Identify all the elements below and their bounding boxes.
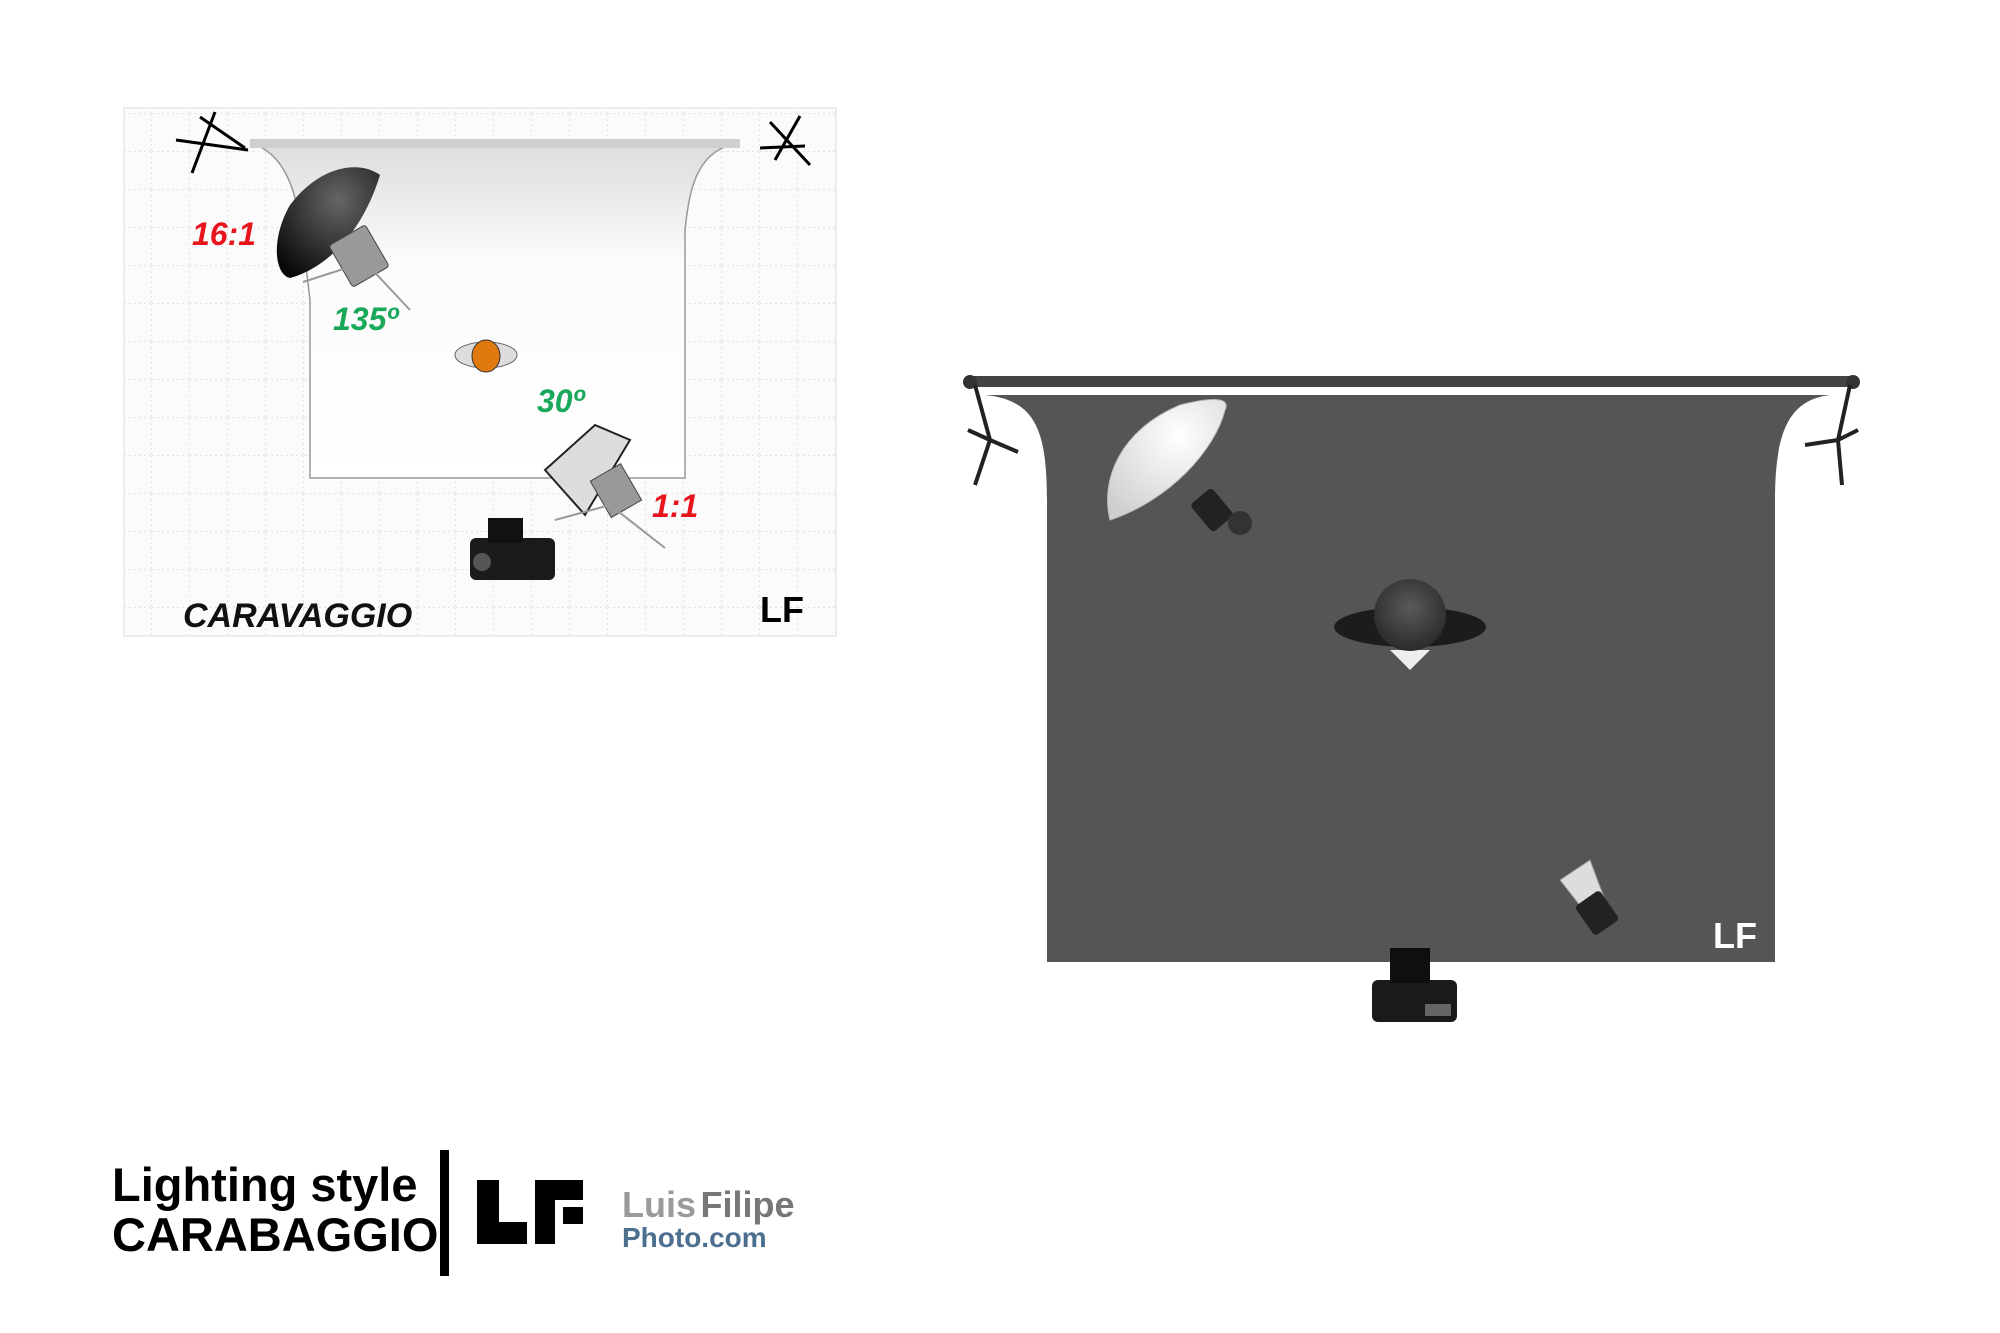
lf-logo-watermark: LF: [760, 589, 804, 630]
title-line1: Lighting style: [112, 1158, 418, 1211]
umbrella-key-light-icon: [1107, 399, 1252, 535]
dark-backdrop: [985, 395, 1830, 962]
subject-icon: [454, 339, 518, 373]
key-light-angle: 135º: [333, 301, 399, 337]
title-line2: CARABAGGIO: [112, 1208, 439, 1261]
subject-head-icon: [1334, 579, 1486, 670]
brand-last: Filipe: [700, 1184, 795, 1225]
fill-light-angle: 30º: [537, 383, 586, 419]
footer-title: Lighting style CARABAGGIO: [112, 1160, 438, 1260]
lf-logo: [477, 1180, 583, 1244]
softbox-fill-light-icon: [543, 423, 666, 549]
brand-first: Luis: [622, 1184, 697, 1225]
lf-logo-watermark: LF: [1713, 915, 1757, 956]
fill-light-ratio: 1:1: [652, 488, 698, 524]
light-stand-icon: [175, 111, 812, 174]
umbrella-key-light-icon: [276, 167, 411, 311]
right-lighting-diagram: LF: [963, 375, 1860, 1022]
backdrop-pole: [250, 139, 740, 148]
brand-domain: Photo.com: [622, 1222, 767, 1253]
fill-light-icon: [1559, 859, 1619, 935]
light-stand-icon: [967, 384, 1859, 486]
backdrop-pole: [968, 376, 1855, 387]
diagram-title: CARAVAGGIO: [183, 597, 412, 635]
camera-icon: [1372, 948, 1457, 1022]
left-lighting-diagram: 16:1 135º 30º 1:1 CARAVAGGIO LF: [123, 107, 837, 637]
key-light-ratio: 16:1: [192, 216, 256, 252]
brand-name: Luis Filipe Photo.com: [622, 1184, 795, 1253]
backdrop-paper: [249, 141, 741, 479]
camera-icon: [470, 518, 555, 580]
divider: [440, 1150, 449, 1276]
